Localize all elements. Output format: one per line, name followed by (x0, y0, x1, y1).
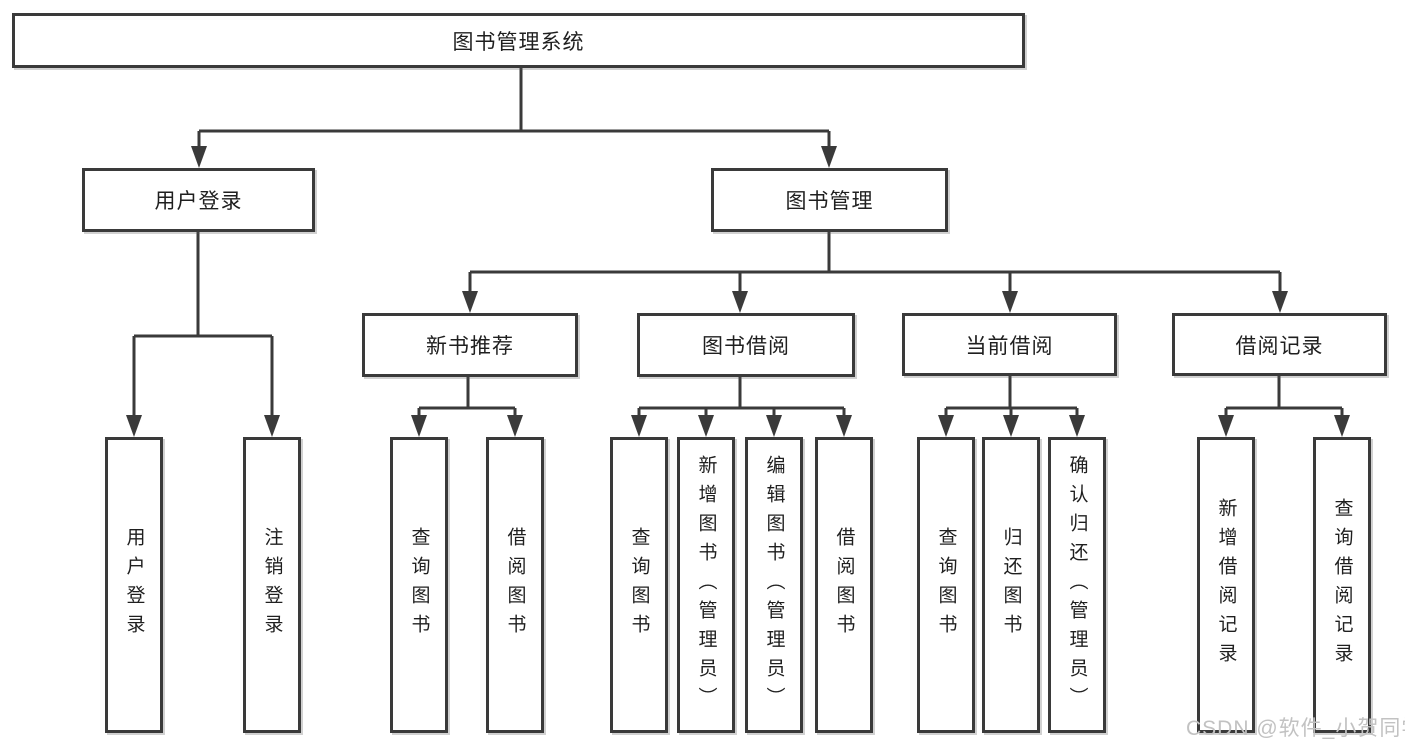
node-root-label: 图书管理系统 (452, 30, 585, 54)
leaf-query-borrow-record-label: 查询借阅记录 (1331, 498, 1353, 672)
node-new-book-recommend: 新书推荐 (362, 313, 578, 377)
leaf-edit-books-admin-label: 编辑图书（管理员） (763, 454, 785, 716)
tree-edges (132, 68, 1344, 416)
leaf-confirm-return-admin-label: 确认归还（管理员） (1066, 454, 1088, 716)
leaf-borrow-books-2-label: 借阅图书 (833, 527, 855, 643)
node-current-borrow: 当前借阅 (902, 313, 1117, 376)
leaf-borrow-books-2: 借阅图书 (815, 437, 873, 733)
node-borrow-records-label: 借阅记录 (1235, 334, 1324, 358)
leaf-query-books-3-label: 查询图书 (935, 527, 957, 643)
leaf-logout-label: 注销登录 (261, 527, 283, 643)
node-borrow-records: 借阅记录 (1172, 313, 1387, 376)
node-user-login: 用户登录 (82, 168, 315, 232)
leaf-logout: 注销登录 (243, 437, 301, 733)
csdn-watermark: CSDN @软件_小贺同学 (1186, 717, 1405, 740)
leaf-borrow-books-1-label: 借阅图书 (504, 527, 526, 643)
leaf-user-login-label: 用户登录 (123, 527, 145, 643)
leaf-add-books-admin: 新增图书（管理员） (677, 437, 735, 733)
leaf-edit-books-admin: 编辑图书（管理员） (745, 437, 803, 733)
leaf-add-borrow-record-label: 新增借阅记录 (1215, 498, 1237, 672)
leaf-add-books-admin-label: 新增图书（管理员） (695, 454, 717, 716)
leaf-borrow-books-1: 借阅图书 (486, 437, 544, 733)
leaf-confirm-return-admin: 确认归还（管理员） (1048, 437, 1106, 733)
node-new-book-recommend-label: 新书推荐 (426, 335, 514, 358)
leaf-query-books-2: 查询图书 (610, 437, 668, 733)
arrowheads (126, 146, 1350, 437)
node-book-borrow: 图书借阅 (637, 313, 855, 377)
leaf-query-books-2-label: 查询图书 (628, 527, 650, 643)
leaf-query-books-3: 查询图书 (917, 437, 975, 733)
node-book-management-label: 图书管理 (785, 190, 874, 213)
leaf-add-borrow-record: 新增借阅记录 (1197, 437, 1255, 733)
node-user-login-label: 用户登录 (154, 190, 243, 213)
node-root-system: 图书管理系统 (12, 13, 1025, 68)
node-current-borrow-label: 当前借阅 (965, 334, 1054, 358)
leaf-query-borrow-record: 查询借阅记录 (1313, 437, 1371, 733)
leaf-user-login: 用户登录 (105, 437, 163, 733)
node-book-borrow-label: 图书借阅 (702, 335, 790, 358)
leaf-query-books-1: 查询图书 (390, 437, 448, 733)
leaf-return-books-label: 归还图书 (1000, 527, 1022, 643)
leaf-query-books-1-label: 查询图书 (408, 527, 430, 643)
node-book-management: 图书管理 (711, 168, 948, 232)
leaf-return-books: 归还图书 (982, 437, 1040, 733)
